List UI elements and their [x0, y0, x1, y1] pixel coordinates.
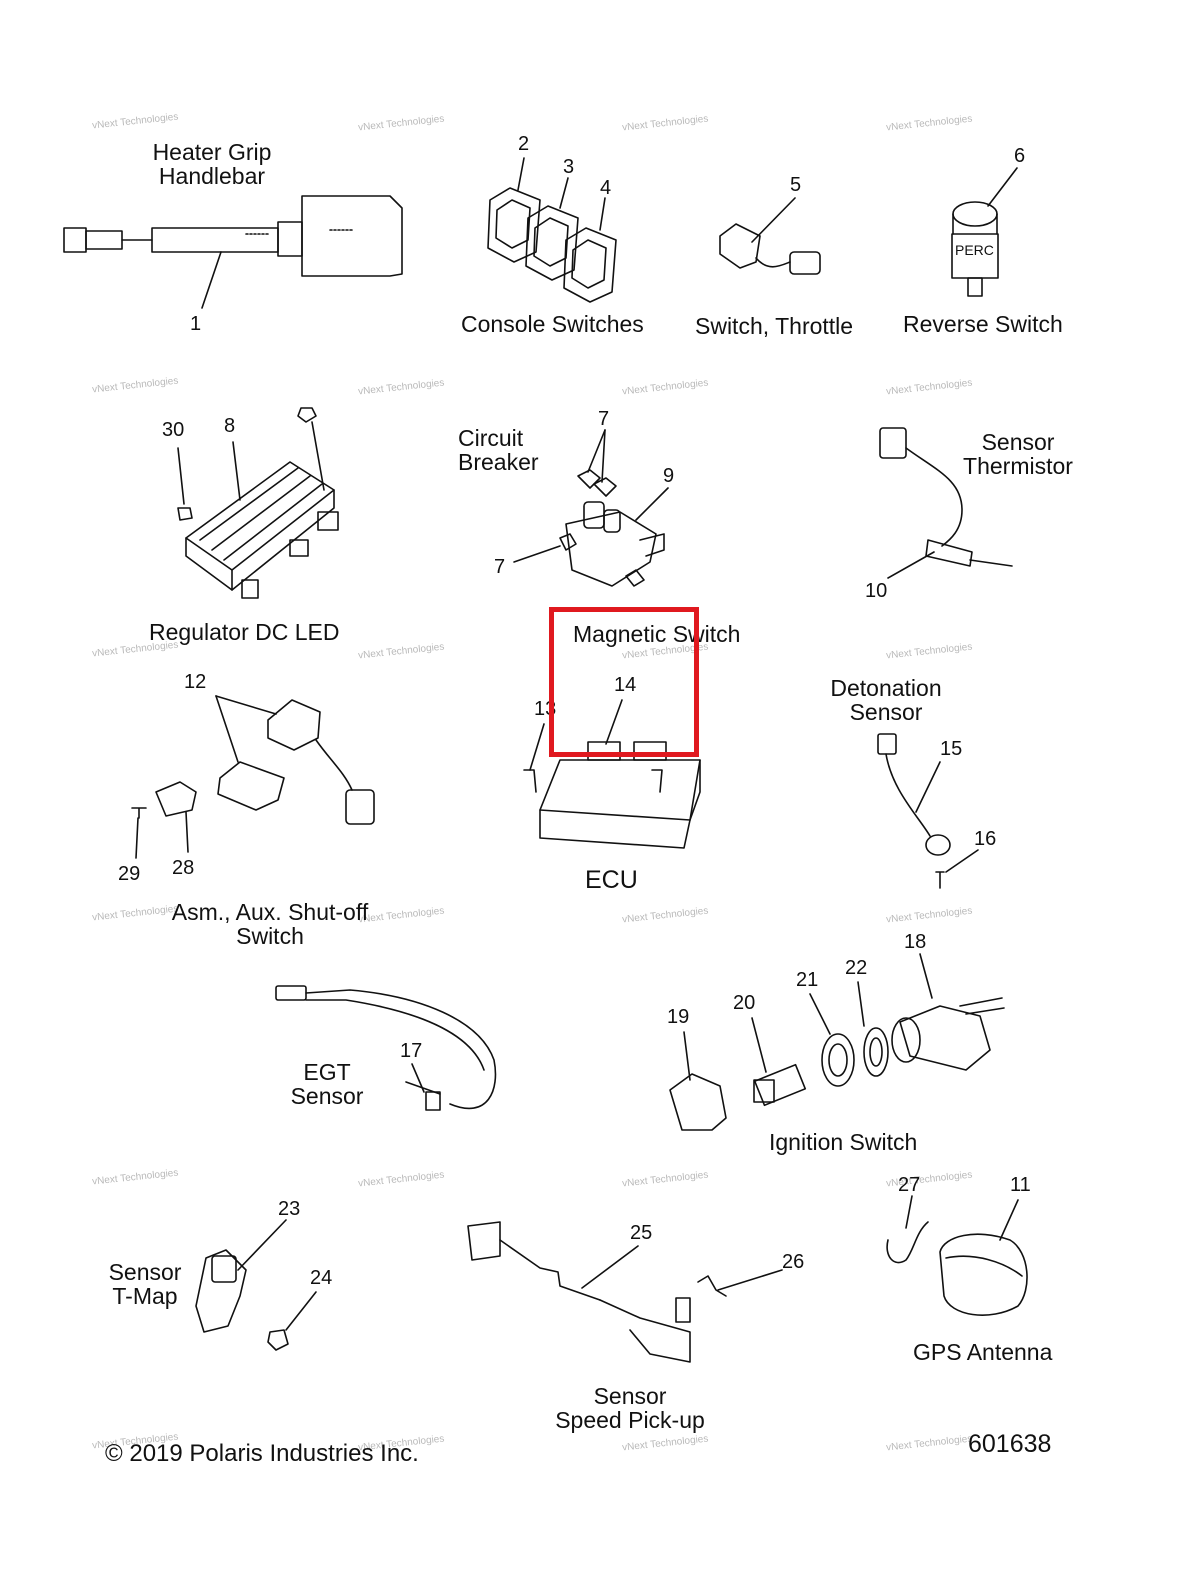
perc-marking: PERC — [955, 242, 994, 258]
callout-7a: 7 — [598, 408, 610, 430]
callout-28: 28 — [172, 857, 195, 879]
ignition-switch-part — [669, 953, 1005, 1131]
callout-20: 20 — [733, 992, 756, 1014]
aux-shutoff-part — [131, 695, 375, 859]
regulator-label: Regulator DC LED — [149, 619, 340, 645]
gps-antenna-part — [886, 1195, 1028, 1316]
gps-antenna-label: GPS Antenna — [913, 1339, 1053, 1365]
switch-throttle-label: Switch, Throttle — [695, 313, 854, 339]
callout-2: 2 — [518, 133, 530, 155]
callout-14: 14 — [614, 674, 637, 696]
callout-24: 24 — [310, 1267, 333, 1289]
callout-10: 10 — [865, 580, 888, 602]
console-switches-label: Console Switches — [461, 311, 644, 337]
callout-11: 11 — [1010, 1174, 1031, 1196]
callout-7b: 7 — [494, 556, 506, 578]
callout-8: 8 — [224, 415, 236, 437]
reverse-switch-part — [951, 167, 1018, 297]
diagram-reference-number: 601638 — [968, 1430, 1052, 1458]
callout-30: 30 — [162, 419, 185, 441]
callout-1: 1 — [190, 313, 202, 335]
copyright-text: © 2019 Polaris Industries Inc. — [105, 1440, 419, 1467]
callout-4: 4 — [600, 177, 612, 199]
callout-18: 18 — [904, 931, 927, 953]
callout-12: 12 — [184, 671, 207, 693]
ecu-part — [523, 699, 701, 849]
magnetic-switch-label: Magnetic Switch — [573, 621, 741, 647]
callout-22: 22 — [845, 957, 868, 979]
heater-grip-part — [63, 195, 403, 309]
callout-9: 9 — [663, 465, 675, 487]
throttle-switch-part — [719, 197, 821, 275]
callout-25: 25 — [630, 1222, 653, 1244]
callout-29: 29 — [118, 863, 141, 885]
ecu-label: ECU — [585, 866, 638, 894]
callout-6: 6 — [1014, 145, 1026, 167]
regulator-part — [177, 407, 339, 599]
egt-sensor-part — [275, 985, 497, 1111]
console-switches-part — [487, 157, 617, 303]
callout-19: 19 — [667, 1006, 690, 1028]
callout-23: 23 — [278, 1198, 301, 1220]
callout-26: 26 — [782, 1251, 805, 1273]
thermistor-part — [879, 427, 1013, 579]
highlight-box — [549, 607, 699, 757]
callout-16: 16 — [974, 828, 997, 850]
callout-27: 27 — [898, 1174, 921, 1196]
callout-5: 5 — [790, 174, 802, 196]
callout-21: 21 — [796, 969, 819, 991]
detonation-sensor-part — [877, 733, 979, 889]
callout-17: 17 — [400, 1040, 423, 1062]
ignition-switch-label: Ignition Switch — [769, 1129, 918, 1155]
reverse-switch-label: Reverse Switch — [903, 311, 1063, 337]
circuit-breaker-part — [513, 429, 669, 587]
callout-15: 15 — [940, 738, 963, 760]
speed-sensor-part — [467, 1221, 783, 1363]
callout-3: 3 — [563, 156, 575, 178]
tmap-sensor-part — [195, 1219, 317, 1351]
